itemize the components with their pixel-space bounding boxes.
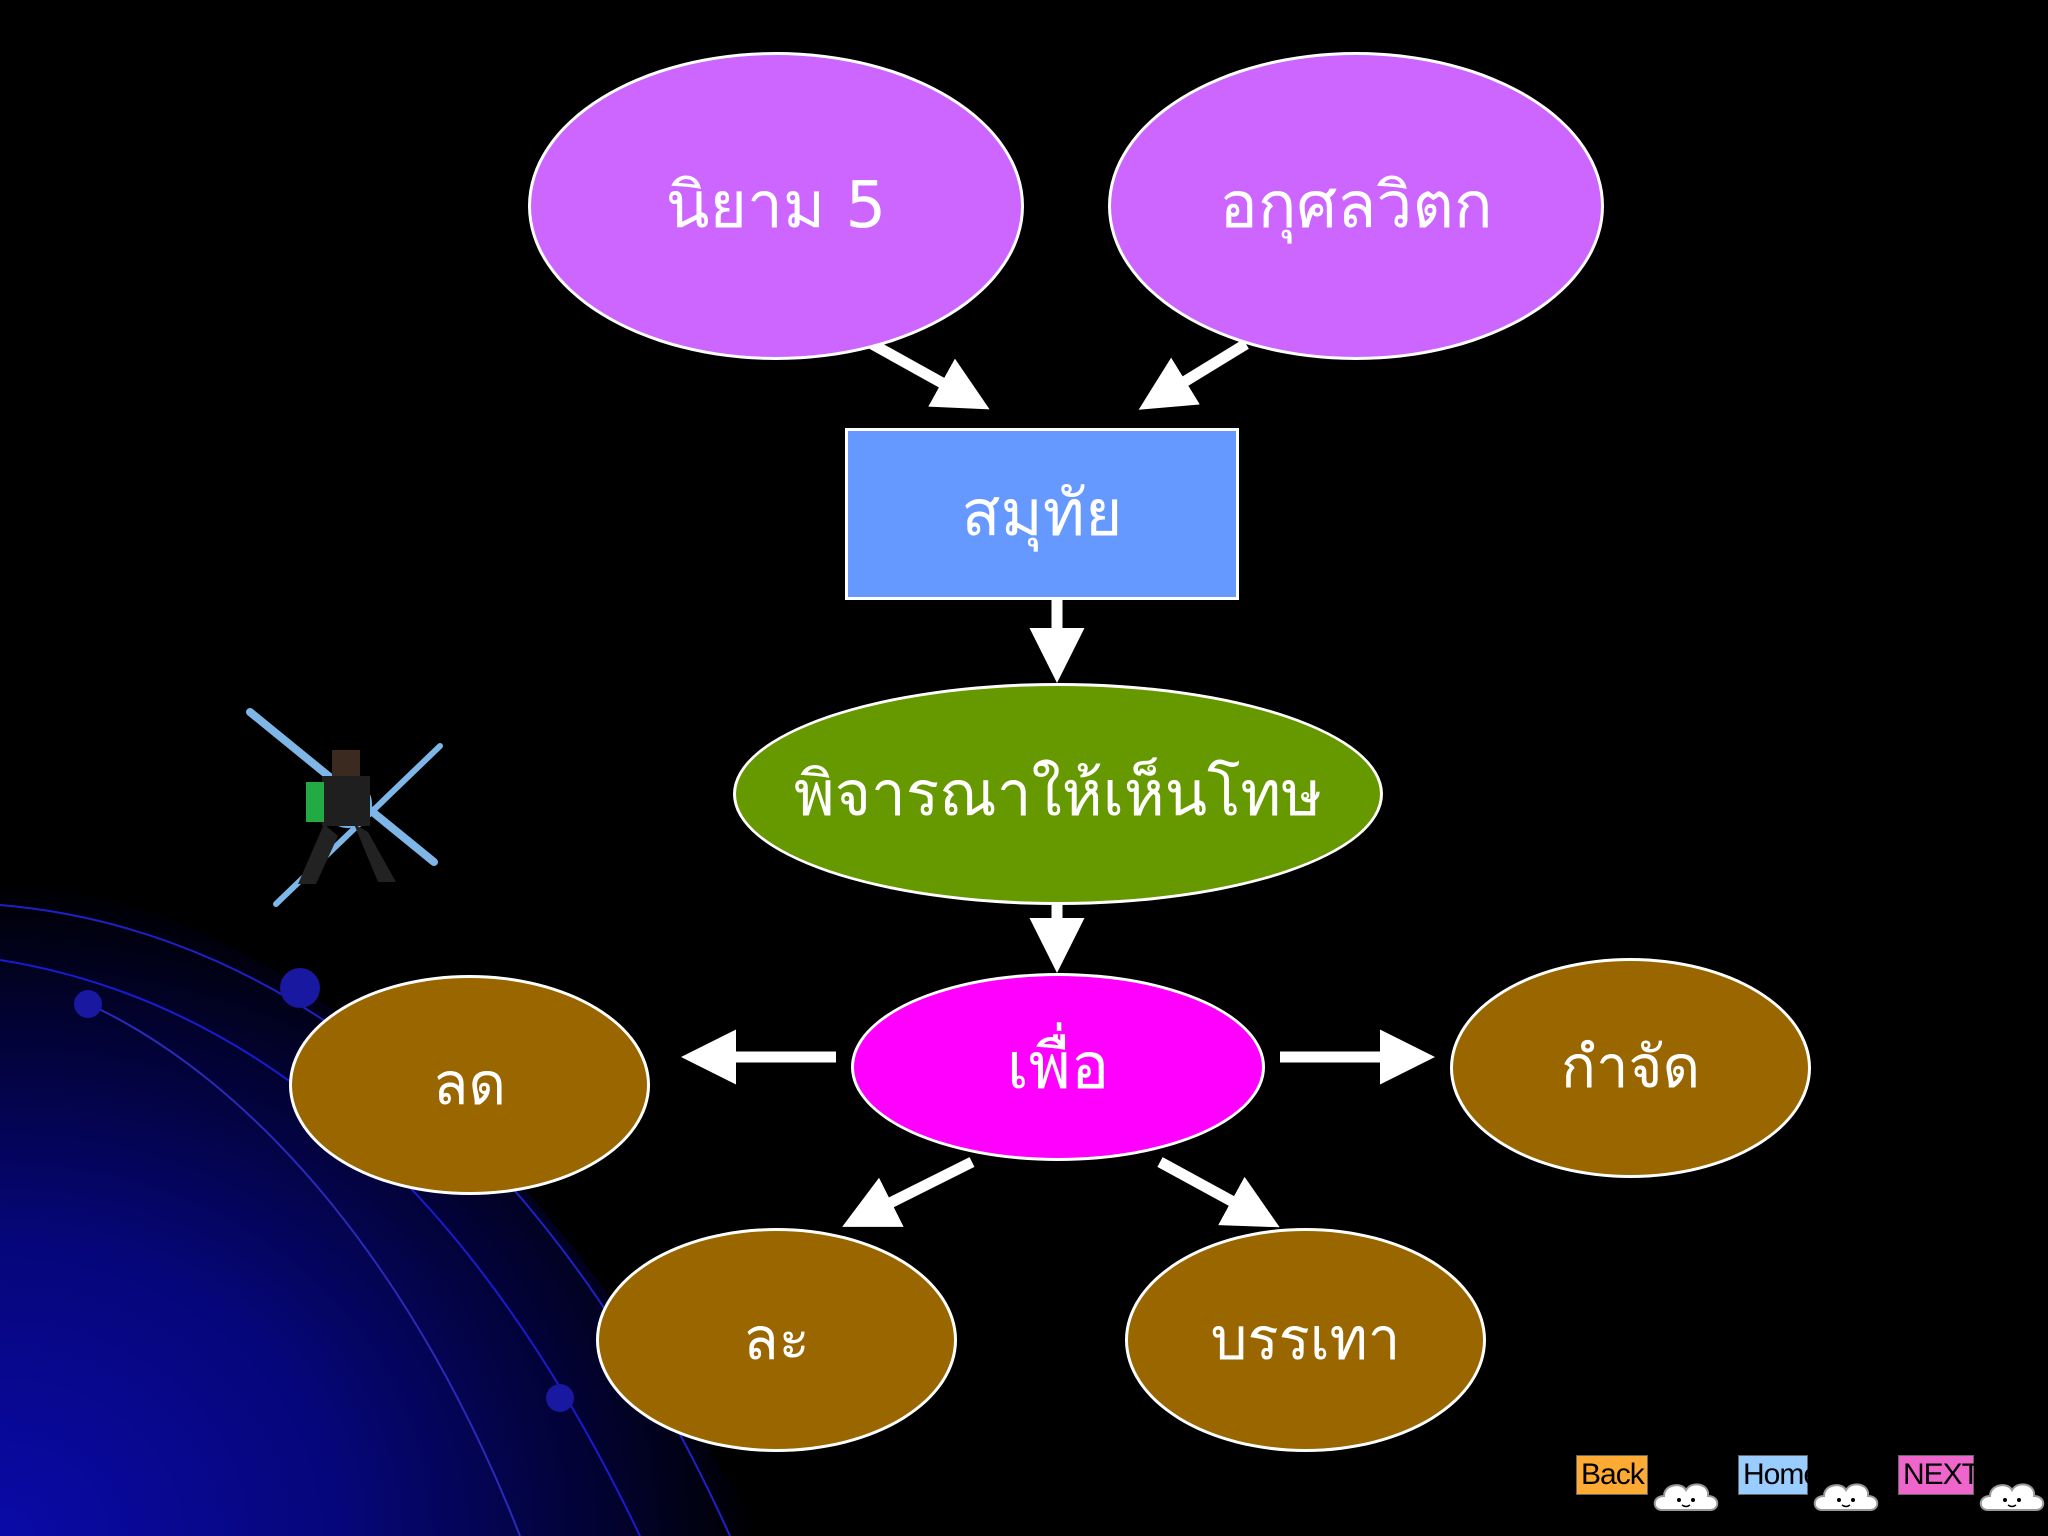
home-button[interactable]: Home (1738, 1455, 1820, 1495)
node-pua-label: เพื่อ (1006, 1029, 1110, 1104)
node-bannthao: บรรเทา (1125, 1228, 1486, 1452)
next-button[interactable]: NEXT (1898, 1455, 1980, 1495)
node-la-label: ละ (743, 1305, 810, 1374)
back-button[interactable]: Back (1576, 1455, 1648, 1495)
ninja-sprite-image (246, 708, 443, 907)
node-niyam-5: นิยาม 5 (528, 52, 1024, 360)
node-akusala-vitaka-label: อกุศลวิตก (1219, 168, 1493, 243)
node-pua: เพื่อ (851, 973, 1265, 1161)
node-pijarana: พิจารณาให้เห็นโทษ (733, 683, 1383, 905)
node-akusala-vitaka: อกุศลวิตก (1108, 52, 1604, 360)
node-bannthao-label: บรรเทา (1210, 1305, 1401, 1374)
node-lot: ลด (289, 975, 650, 1195)
cloud-icon (1813, 1483, 1879, 1511)
node-niyam-5-label: นิยาม 5 (665, 168, 887, 243)
node-kamjat-label: กำจัด (1560, 1033, 1701, 1102)
node-samuthai-label: สมุทัย (961, 476, 1123, 551)
cloud-icon (1979, 1483, 2045, 1511)
node-pijarana-label: พิจารณาให้เห็นโทษ (793, 756, 1323, 830)
node-lot-label: ลด (432, 1050, 507, 1119)
node-kamjat: กำจัด (1450, 958, 1811, 1178)
cloud-icon (1653, 1483, 1719, 1511)
node-la: ละ (596, 1228, 957, 1452)
node-samuthai: สมุทัย (845, 428, 1239, 600)
